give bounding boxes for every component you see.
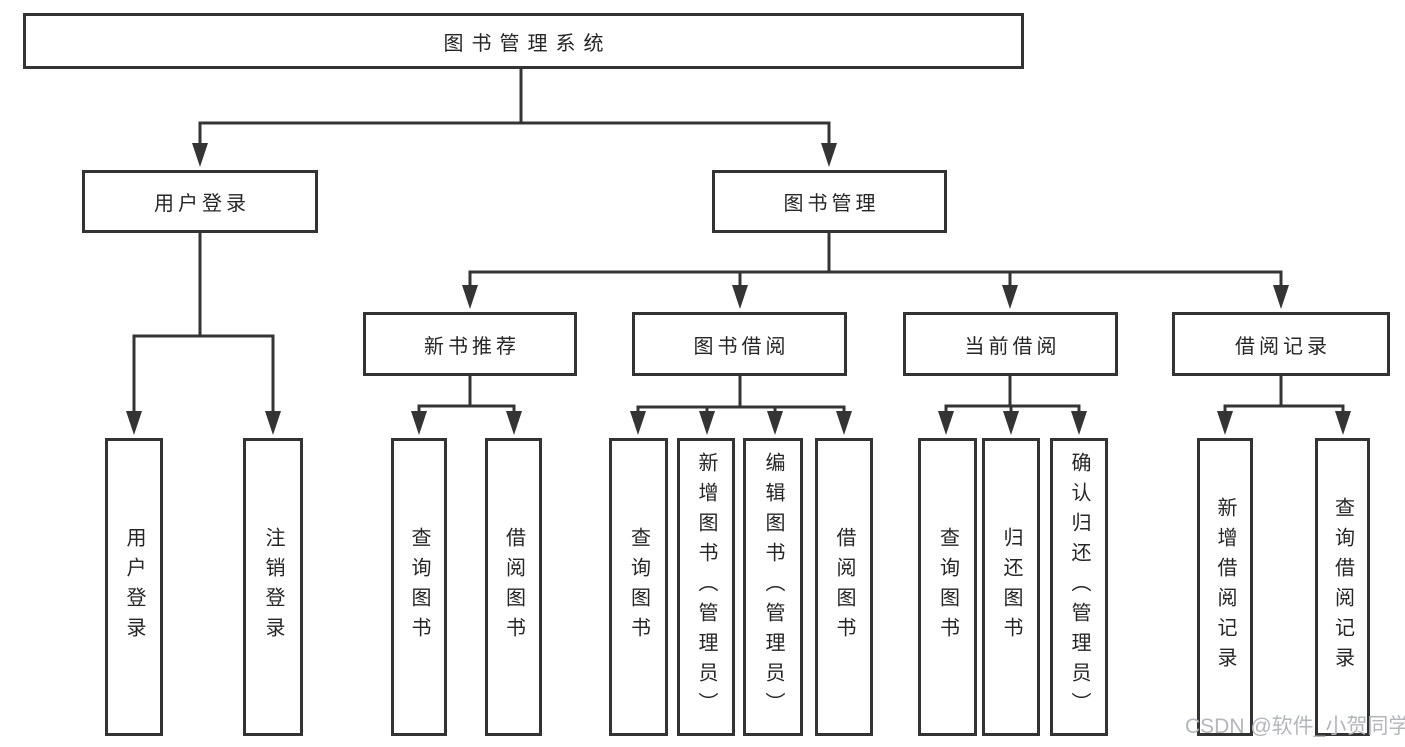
node-leaf-borrow-book: 借阅图书 — [815, 438, 873, 736]
arrowheads-level3 — [462, 285, 1289, 309]
arrow-down-icon — [462, 285, 478, 309]
arrow-down-icon — [1335, 411, 1351, 435]
node-library-management-system: 图书管理系统 — [23, 13, 1024, 69]
arrow-down-icon — [767, 411, 783, 435]
node-leaf-edit-book-admin: 编辑图书（管理员） — [743, 438, 803, 736]
branch-user-login — [132, 233, 275, 413]
arrow-down-icon — [1071, 411, 1087, 435]
arrowheads-user-login — [126, 411, 281, 435]
branch-book-management — [468, 233, 1283, 287]
branch-book-borrow — [636, 376, 846, 413]
node-leaf-return-book: 归还图书 — [982, 438, 1040, 736]
node-leaf-query-book-borrow: 查询图书 — [609, 438, 668, 736]
node-new-book-recommend: 新书推荐 — [363, 312, 577, 376]
node-current-borrow: 当前借阅 — [903, 312, 1118, 376]
node-leaf-logout: 注销登录 — [243, 438, 303, 736]
arrow-down-icon — [732, 285, 748, 309]
node-leaf-confirm-return-admin: 确认归还（管理员） — [1050, 438, 1108, 736]
arrow-down-icon — [1003, 411, 1019, 435]
arrow-down-icon — [506, 411, 522, 435]
node-leaf-query-book-current: 查询图书 — [918, 438, 977, 736]
arrow-down-icon — [265, 411, 281, 435]
arrowheads-level2 — [192, 143, 837, 167]
arrow-down-icon — [1217, 411, 1233, 435]
arrow-down-icon — [630, 411, 646, 435]
node-leaf-query-book-recommend: 查询图书 — [391, 438, 447, 736]
arrow-down-icon — [938, 411, 954, 435]
arrow-down-icon — [836, 411, 852, 435]
node-user-login: 用户登录 — [82, 170, 318, 233]
arrow-down-icon — [1273, 285, 1289, 309]
csdn-watermark: CSDN @软件_小贺同学 — [1185, 715, 1405, 738]
arrow-down-icon — [699, 411, 715, 435]
arrow-down-icon — [411, 411, 427, 435]
branch-borrow-records — [1223, 376, 1345, 413]
node-leaf-user-login: 用户登录 — [105, 438, 163, 736]
node-book-management: 图书管理 — [712, 170, 947, 233]
branch-current-borrow — [944, 376, 1081, 413]
arrow-down-icon — [821, 143, 837, 167]
node-book-borrow: 图书借阅 — [632, 312, 847, 376]
arrowheads-leaves — [411, 411, 1351, 435]
node-leaf-add-borrow-record: 新增借阅记录 — [1197, 438, 1253, 736]
arrow-down-icon — [1002, 285, 1018, 309]
node-leaf-borrow-book-recommend: 借阅图书 — [485, 438, 542, 736]
node-leaf-add-book-admin: 新增图书（管理员） — [677, 438, 735, 736]
branch-root-to-level2 — [198, 69, 831, 145]
branch-new-book-recommend — [417, 376, 516, 413]
arrow-down-icon — [126, 411, 142, 435]
arrow-down-icon — [192, 143, 208, 167]
node-leaf-query-borrow-record: 查询借阅记录 — [1315, 438, 1370, 736]
node-borrow-records: 借阅记录 — [1172, 312, 1390, 376]
